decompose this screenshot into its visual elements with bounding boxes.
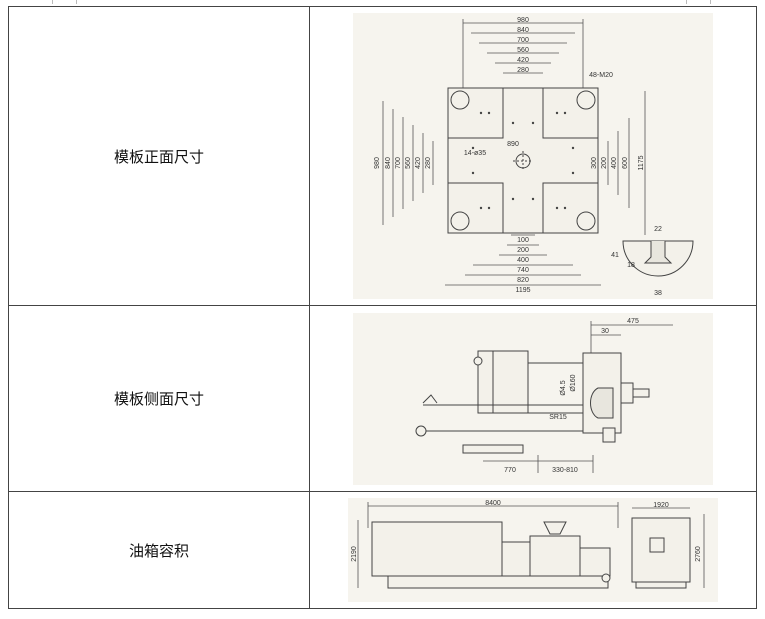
table-row: 油箱容积: [8, 491, 757, 609]
sphere-radius: SR15: [549, 414, 567, 421]
dim-330-810: 330-810: [552, 467, 578, 474]
dim-bottom-820: 820: [517, 277, 529, 284]
dim-bottom-1195: 1195: [515, 287, 530, 294]
slot-depth-b: 18: [627, 262, 635, 269]
slot-width: 22: [654, 226, 662, 233]
dim-width-980: 980: [517, 17, 529, 24]
tank-height-right: 2760: [695, 546, 702, 562]
dim-width-560: 560: [517, 47, 529, 54]
spec-table: 模板正面尺寸: [8, 6, 757, 609]
tank-height-left: 2190: [351, 546, 358, 562]
row-label-tank: 油箱容积: [8, 491, 310, 609]
top-edge-mark: [76, 0, 77, 4]
dim-width-420: 420: [517, 57, 529, 64]
row-label-side: 模板侧面尺寸: [8, 305, 310, 492]
top-edge-mark: [686, 0, 687, 4]
dim-bottom-100: 100: [517, 237, 529, 244]
dia-160: Ø160: [570, 374, 577, 391]
table-row: 模板侧面尺寸: [8, 305, 757, 492]
dim-right-1175: 1175: [638, 155, 645, 170]
tank-view-drawing: 8400 1920 2190 2760: [348, 498, 718, 602]
dim-height-840: 840: [385, 157, 392, 169]
dim-right-300: 300: [591, 157, 598, 169]
dim-475: 475: [627, 318, 639, 325]
hole-callout: 14-ø35: [464, 150, 486, 157]
dim-bottom-200: 200: [517, 247, 529, 254]
dim-right-200: 200: [601, 157, 608, 169]
slot-depth-a: 41: [611, 252, 619, 259]
dim-height-280: 280: [425, 157, 432, 169]
dim-width-700: 700: [517, 37, 529, 44]
dim-width-280: 280: [517, 67, 529, 74]
tank-width: 1920: [653, 502, 669, 509]
dim-height-560: 560: [405, 157, 412, 169]
tank-view-figure: 8400 1920 2190 2760: [309, 491, 757, 609]
dim-height-980: 980: [374, 157, 381, 169]
dim-bottom-400: 400: [517, 257, 529, 264]
tank-length: 8400: [485, 500, 501, 507]
slot-bottom: 38: [654, 290, 662, 297]
dim-30: 30: [601, 328, 609, 335]
side-view-figure: 475 30 Ø4.5 Ø160 SR15 770 330-810: [309, 305, 757, 492]
dim-height-700: 700: [395, 157, 402, 169]
dim-right-600: 600: [622, 157, 629, 169]
front-view-drawing: 980 840 700 560 420 280 980 840 700 560 …: [353, 13, 713, 299]
bolt-callout: 48-M20: [589, 72, 613, 79]
dim-770: 770: [504, 467, 516, 474]
top-edge-mark: [52, 0, 53, 4]
top-edge-mark: [710, 0, 711, 4]
dim-right-400: 400: [611, 157, 618, 169]
front-view-figure: 980 840 700 560 420 280 980 840 700 560 …: [309, 6, 757, 306]
dim-bottom-740: 740: [517, 267, 529, 274]
dim-height-420: 420: [415, 157, 422, 169]
center-callout: 890: [507, 141, 519, 148]
dim-width-840: 840: [517, 27, 529, 34]
side-view-drawing: 475 30 Ø4.5 Ø160 SR15 770 330-810: [353, 312, 713, 485]
table-row: 模板正面尺寸: [8, 6, 757, 306]
dia-4-5: Ø4.5: [560, 380, 567, 395]
row-label-front: 模板正面尺寸: [8, 6, 310, 306]
